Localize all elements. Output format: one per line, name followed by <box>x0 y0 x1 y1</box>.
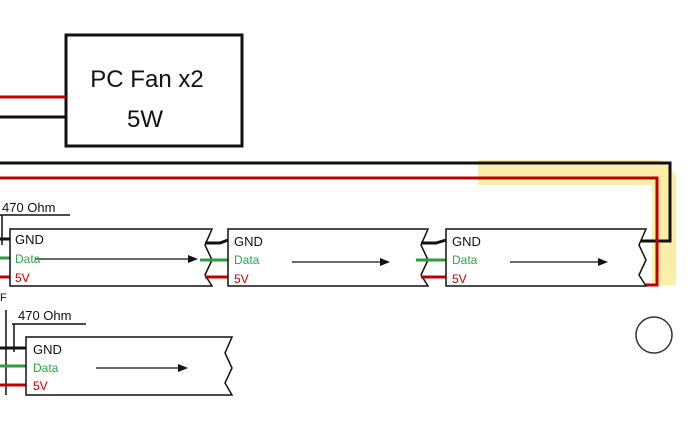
strip4-data-label: Data <box>33 361 59 375</box>
strip2-gnd-label: GND <box>234 234 263 249</box>
led-strip-segment-1: GND Data 5V <box>9 228 214 287</box>
strip4-gnd-label: GND <box>33 342 62 357</box>
led-strip-segment-4: GND Data 5V <box>25 336 234 396</box>
strip3-gnd-label: GND <box>452 234 481 249</box>
strip2-data-label: Data <box>234 253 260 267</box>
arrow-head-3 <box>598 258 608 266</box>
strip3-5v-label: 5V <box>452 272 467 286</box>
pc-fan-power: 5W <box>127 106 163 133</box>
arrow-head-2 <box>380 258 390 266</box>
strip1-5v-label: 5V <box>15 271 30 285</box>
conn23-gnd <box>421 238 447 245</box>
arrow-head-1 <box>188 255 198 263</box>
circle-marker <box>635 316 673 354</box>
strip4-5v-label: 5V <box>33 379 48 393</box>
conn12-gnd <box>205 238 229 245</box>
resistor-label-2: 470 Ohm <box>18 308 71 323</box>
pc-fan-box <box>64 33 244 148</box>
edge-fragment-label: F <box>0 292 7 304</box>
strip2-5v-label: 5V <box>234 272 249 286</box>
main-wire-black <box>0 161 672 243</box>
pc-fan-label: PC Fan x2 <box>90 66 203 93</box>
main-wire-red <box>0 176 659 287</box>
led-strip-segment-2: GND Data 5V <box>227 228 430 287</box>
arrow-head-4 <box>178 364 188 372</box>
strip3-data-label: Data <box>452 253 478 267</box>
resistor-label-1: 470 Ohm <box>2 200 55 215</box>
led-strip-segment-3: GND Data 5V <box>445 228 648 287</box>
strip1-data-label: Data <box>15 252 41 266</box>
strip1-gnd-label: GND <box>15 232 44 247</box>
